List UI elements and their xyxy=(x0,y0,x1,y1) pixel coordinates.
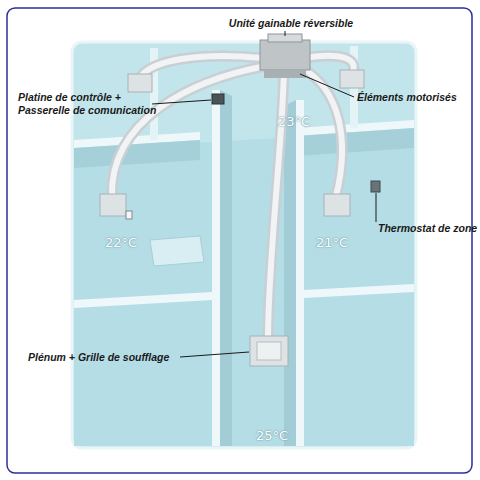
leader-line xyxy=(300,74,354,97)
plenum-grille xyxy=(257,342,281,360)
wall-side xyxy=(296,128,414,156)
floor xyxy=(74,130,414,446)
temperature-value: 22°C xyxy=(105,235,155,250)
wall-top xyxy=(212,90,220,446)
zone-thermostat xyxy=(371,181,380,192)
duct xyxy=(268,70,284,340)
duct xyxy=(302,68,342,196)
callout-label: Plénum + Grille de soufflage xyxy=(28,351,188,364)
outer-frame xyxy=(7,8,472,473)
duct xyxy=(112,66,266,196)
duct xyxy=(112,66,266,196)
wall-side xyxy=(74,140,200,168)
wall-side xyxy=(284,100,296,446)
control-board xyxy=(212,94,224,104)
motorised-dampers xyxy=(264,70,306,78)
callout-label: Platine de contrôle + Passerelle de comu… xyxy=(18,91,168,117)
wall-side xyxy=(220,90,232,446)
temperature-value: 25°C xyxy=(256,428,306,443)
wall-top xyxy=(304,284,414,298)
diffuser xyxy=(128,74,152,92)
temperature-value: 21°C xyxy=(316,235,366,250)
leader-line xyxy=(285,31,286,36)
leader-line xyxy=(376,193,377,222)
table xyxy=(150,236,204,266)
diffuser xyxy=(100,194,126,216)
unit-label: Unité gainable réversible xyxy=(196,17,386,30)
duct xyxy=(302,68,342,196)
zone-thermostat xyxy=(126,211,132,219)
leader-line xyxy=(180,352,249,357)
duct xyxy=(268,70,284,340)
leader-line xyxy=(152,100,211,104)
ducted-unit xyxy=(260,40,310,70)
wall-top xyxy=(74,292,212,308)
temperature-value: 23°C xyxy=(278,114,328,129)
diffuser xyxy=(340,70,364,88)
leader-lines xyxy=(152,31,376,357)
duct-group xyxy=(112,56,354,340)
plenum-grille xyxy=(250,336,288,366)
callout-label: Éléments motorisés xyxy=(357,91,467,104)
callout-label: Thermostat de zone xyxy=(378,222,478,235)
wall-top xyxy=(296,100,304,446)
diffuser xyxy=(324,194,350,216)
